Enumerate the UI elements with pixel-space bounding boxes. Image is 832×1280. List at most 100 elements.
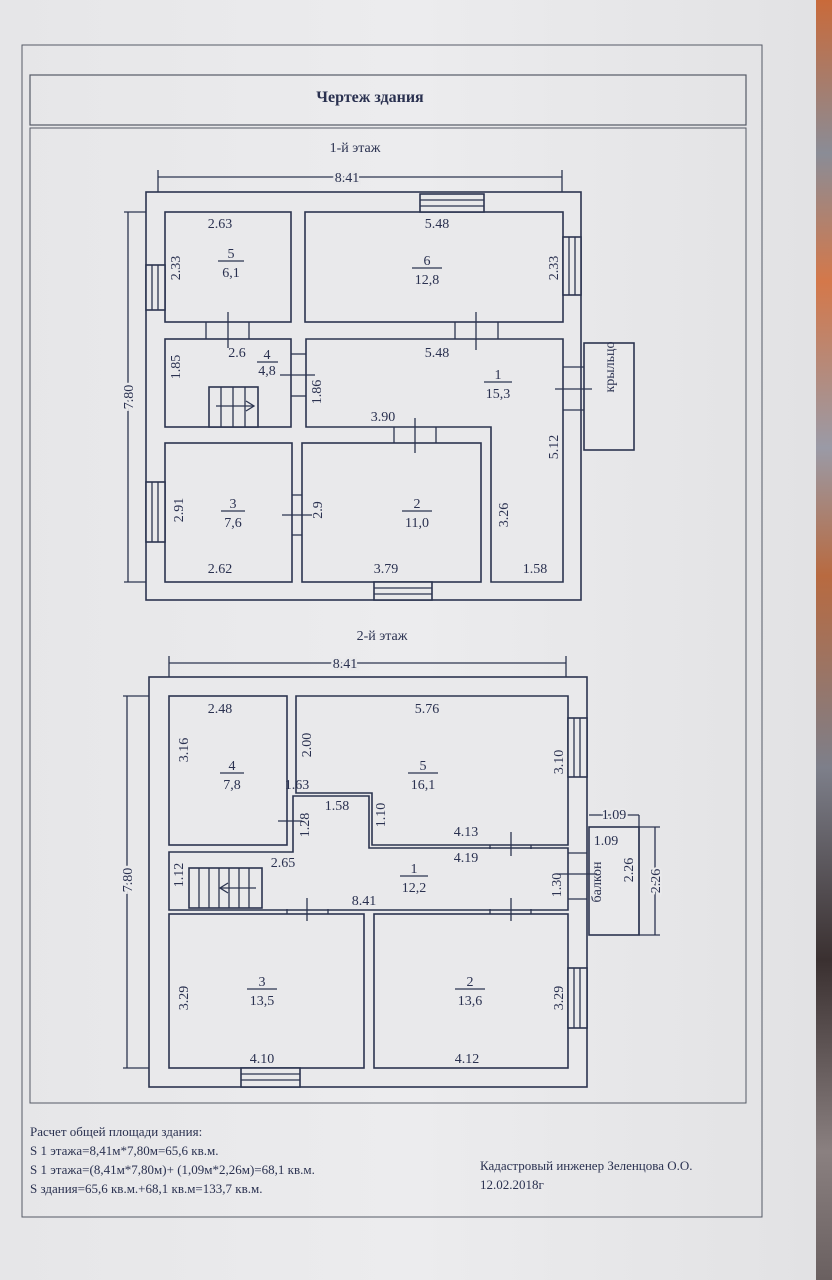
door	[454, 312, 499, 350]
dimension-label: 4	[264, 348, 271, 363]
door	[280, 353, 315, 397]
porch	[583, 342, 635, 451]
dimension-label: 1.63	[285, 778, 310, 793]
room-4	[168, 695, 288, 846]
drawing-line	[145, 481, 166, 543]
dimension-labels: 2.48 5.76 3.16 2.00 3.10 1.63 1.58 1.10 …	[172, 702, 666, 1067]
dimension-label: 1.10	[374, 803, 389, 828]
dimension-labels: 2.63 5.48 2.33 2.33 2.6 1.85 1.86 5.48 3…	[169, 217, 562, 577]
room-label: 37,6	[221, 497, 245, 531]
dimension-label: 4,8	[258, 364, 276, 379]
room-5	[164, 211, 292, 323]
dimension-label: 2	[414, 497, 421, 512]
dimension-label: 1.09	[594, 834, 619, 849]
dimension-label: 13,5	[250, 994, 275, 1009]
dimension-label: 2.65	[271, 856, 296, 871]
outer-frame	[21, 44, 763, 1218]
room-2	[373, 913, 569, 1069]
dimension-label: 1.09	[602, 808, 627, 823]
signature-date: 12.02.2018г	[480, 1177, 544, 1192]
stairs	[208, 386, 259, 428]
floor-1-height: 7.80	[122, 385, 137, 410]
signature-block: Кадастровый инженер Зеленцова О.О. 12.02…	[480, 1156, 693, 1194]
floor-1-label: 1-й этаж	[330, 141, 381, 156]
dimension-label: 2.00	[300, 733, 315, 758]
room-label: 112,2	[400, 862, 428, 896]
window	[240, 1067, 301, 1088]
floor-2-label: 2-й этаж	[357, 629, 408, 644]
dimension-label: 1	[411, 862, 418, 877]
balcony-label: балкон	[590, 861, 605, 903]
drawing-frame	[29, 127, 747, 1104]
dimension-label: 2	[467, 975, 474, 990]
balcony	[588, 826, 640, 936]
drawing-line	[562, 236, 582, 296]
dimension-label: 5.12	[547, 435, 562, 460]
dimension-label: 4	[229, 759, 236, 774]
dimension-label: 5.76	[415, 702, 440, 717]
door	[393, 418, 437, 453]
dimension-label: 12,8	[415, 273, 440, 288]
room-label: 213,6	[455, 975, 485, 1009]
title-frame	[29, 74, 747, 126]
dimension-label: 2.62	[208, 562, 233, 577]
door	[282, 494, 312, 536]
dimension-label: 11,0	[405, 516, 429, 531]
dimension-label: 6,1	[222, 266, 240, 281]
door	[489, 898, 532, 921]
window	[567, 967, 588, 1029]
dimension-label: 3	[259, 975, 266, 990]
dimension-label: 8.41	[352, 894, 377, 909]
door	[557, 852, 597, 900]
floor-1-width: 8.41	[335, 171, 360, 186]
room-6	[304, 211, 564, 323]
room-1	[168, 795, 569, 911]
window	[562, 236, 582, 296]
dimension-label: 2.33	[547, 256, 562, 281]
floor-2-height: 7.80	[121, 868, 136, 893]
room-1	[305, 338, 564, 583]
drawing-line	[567, 967, 588, 1029]
photo-background-edge	[816, 0, 832, 1280]
floor-2-plan: 2-й этаж 8.41 7.80 балкон	[119, 629, 666, 1088]
door	[205, 312, 250, 348]
dimension-label: 3	[230, 497, 237, 512]
dimension-label: 1	[495, 368, 502, 383]
drawing-line	[145, 264, 166, 311]
dimension-label: 1.28	[298, 813, 313, 838]
door	[489, 832, 532, 856]
dimension-label: 2.48	[208, 702, 233, 717]
drawing-line	[218, 882, 229, 894]
dimension-label: 13,6	[458, 994, 483, 1009]
dimension-label: 3.90	[371, 410, 396, 425]
page-title: Чертеж здания	[316, 89, 424, 106]
window	[419, 193, 485, 213]
dimension-label: 1.12	[172, 863, 187, 888]
dimension-label: 7,8	[223, 778, 241, 793]
calc-line: S здания=65,6 кв.м.+68,1 кв.м=133,7 кв.м…	[30, 1181, 263, 1196]
dimension-label: 3.29	[552, 986, 567, 1011]
window	[145, 264, 166, 311]
dimension-label: 16,1	[411, 778, 436, 793]
room-label: 211,0	[402, 497, 432, 531]
door	[286, 898, 329, 921]
dimension-label: 2.33	[169, 256, 184, 281]
calc-line: S 1 этажа=8,41м*7,80м=65,6 кв.м.	[30, 1143, 219, 1158]
engineer-name: Кадастровый инженер Зеленцова О.О.	[480, 1158, 693, 1173]
drawing-line	[567, 717, 588, 778]
dimension-label: 2.26	[622, 858, 637, 883]
dimension-label: 4.13	[454, 825, 479, 840]
dimension-label: 2.9	[311, 501, 326, 519]
room-3	[164, 442, 293, 583]
drawing-line	[373, 581, 433, 601]
area-calculation: Расчет общей площади здания: S 1 этажа=8…	[30, 1122, 315, 1198]
dimension-label: 12,2	[402, 881, 427, 896]
dimension-label: 4.12	[455, 1052, 480, 1067]
drawing-line	[419, 193, 485, 213]
dimension-label: 5.48	[425, 217, 450, 232]
dimension-label: 3.29	[177, 986, 192, 1011]
window	[373, 581, 433, 601]
dimension-label: 15,3	[486, 387, 511, 402]
room-3	[168, 913, 365, 1069]
